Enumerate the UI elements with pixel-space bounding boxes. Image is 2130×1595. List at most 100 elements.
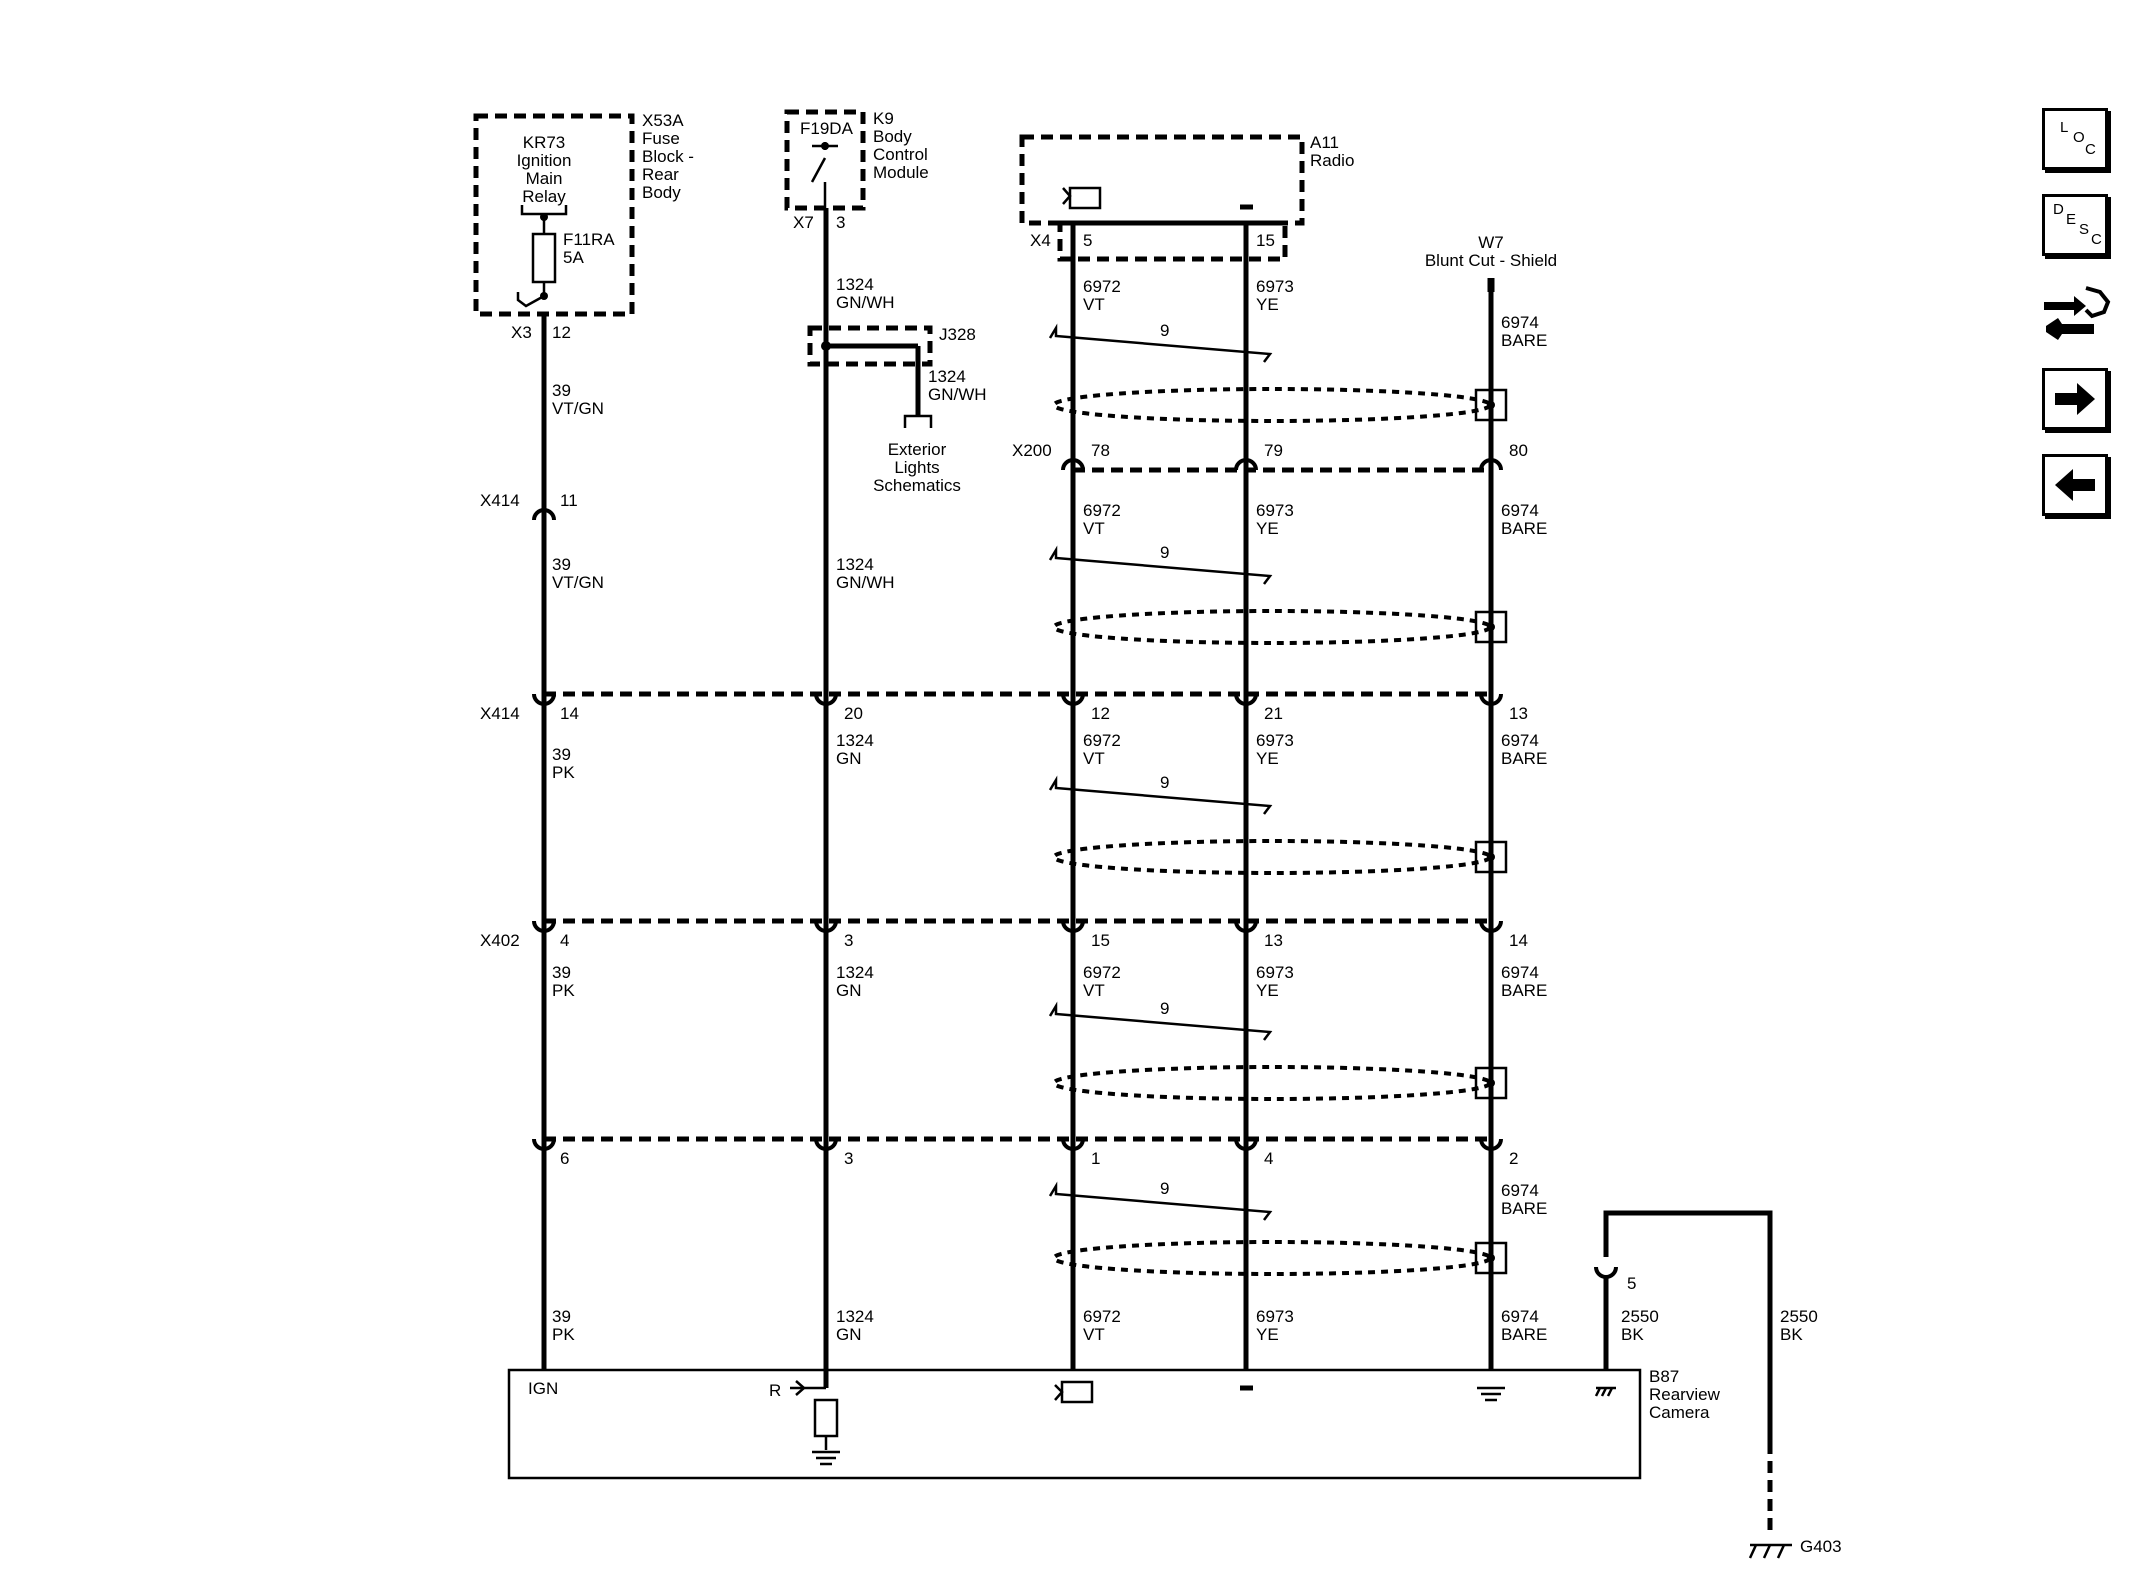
svg-text:PK: PK [552, 981, 575, 1000]
svg-text:BARE: BARE [1501, 1325, 1547, 1344]
svg-text:X53A: X53A [642, 111, 684, 130]
svg-text:6973: 6973 [1256, 1307, 1294, 1326]
svg-text:6973: 6973 [1256, 963, 1294, 982]
svg-text:VT: VT [1083, 981, 1105, 1000]
svg-text:6973: 6973 [1256, 731, 1294, 750]
svg-text:GN/WH: GN/WH [836, 573, 895, 592]
svg-text:Schematics: Schematics [873, 476, 961, 495]
svg-text:13: 13 [1264, 931, 1283, 950]
svg-text:6972: 6972 [1083, 501, 1121, 520]
svg-text:3: 3 [844, 1149, 853, 1168]
svg-text:BARE: BARE [1501, 1199, 1547, 1218]
twisted-pair-shields: 9 9 9 9 9 [1048, 321, 1508, 1276]
svg-text:YE: YE [1256, 749, 1279, 768]
connector-wrench-button[interactable] [2038, 282, 2112, 346]
svg-text:W7: W7 [1478, 233, 1504, 252]
svg-text:Blunt Cut - Shield: Blunt Cut - Shield [1425, 251, 1557, 270]
body-control-module-k9: K9 Body Control Module F19DA [784, 109, 929, 211]
svg-text:X402: X402 [480, 931, 520, 950]
svg-text:Fuse: Fuse [642, 129, 680, 148]
svg-text:6974: 6974 [1501, 501, 1539, 520]
svg-text:1: 1 [1091, 1149, 1100, 1168]
svg-text:1324: 1324 [836, 963, 874, 982]
svg-text:9: 9 [1160, 321, 1169, 340]
svg-text:B87: B87 [1649, 1367, 1679, 1386]
svg-text:X3: X3 [511, 323, 532, 342]
connector-wrench-icon [2044, 286, 2111, 340]
svg-text:BARE: BARE [1501, 981, 1547, 1000]
rearview-camera-b87: B87 Rearview Camera IGN R [507, 1367, 1721, 1480]
svg-text:1324: 1324 [836, 1307, 874, 1326]
radio-a11: A11 Radio [1019, 133, 1354, 226]
svg-text:Body: Body [873, 127, 912, 146]
svg-text:Radio: Radio [1310, 151, 1354, 170]
svg-text:VT/GN: VT/GN [552, 573, 604, 592]
connector-pins [532, 458, 1618, 1279]
svg-text:K9: K9 [873, 109, 894, 128]
svg-text:IGN: IGN [528, 1379, 558, 1398]
svg-text:Exterior: Exterior [888, 440, 947, 459]
shield-w7: W7 Blunt Cut - Shield [1425, 233, 1557, 292]
location-button[interactable]: L O C [2042, 108, 2108, 170]
svg-text:5: 5 [1627, 1274, 1636, 1293]
svg-text:Relay: Relay [522, 187, 566, 206]
svg-text:Ignition: Ignition [517, 151, 572, 170]
connector-bars [544, 467, 1491, 1142]
svg-text:X4: X4 [1030, 231, 1051, 250]
next-button[interactable] [2042, 368, 2108, 430]
svg-text:BK: BK [1621, 1325, 1644, 1344]
svg-text:VT: VT [1083, 749, 1105, 768]
svg-text:X200: X200 [1012, 441, 1052, 460]
svg-text:BARE: BARE [1501, 331, 1547, 350]
svg-text:6974: 6974 [1501, 1307, 1539, 1326]
svg-text:2550: 2550 [1621, 1307, 1659, 1326]
svg-text:5: 5 [1083, 231, 1092, 250]
svg-text:11: 11 [560, 491, 578, 510]
svg-text:6973: 6973 [1256, 277, 1294, 296]
svg-text:2: 2 [1509, 1149, 1518, 1168]
svg-text:YE: YE [1256, 295, 1279, 314]
svg-text:14: 14 [560, 704, 579, 723]
svg-text:GN/WH: GN/WH [836, 293, 895, 312]
svg-text:YE: YE [1256, 1325, 1279, 1344]
svg-text:VT: VT [1083, 1325, 1105, 1344]
svg-text:R: R [769, 1381, 781, 1400]
svg-text:4: 4 [560, 931, 569, 950]
previous-button[interactable] [2042, 454, 2108, 516]
description-button[interactable]: D E S C [2042, 194, 2108, 256]
svg-text:39: 39 [552, 963, 571, 982]
svg-text:6972: 6972 [1083, 731, 1121, 750]
svg-text:KR73: KR73 [523, 133, 566, 152]
svg-text:BARE: BARE [1501, 519, 1547, 538]
svg-text:1324: 1324 [836, 555, 874, 574]
svg-text:15: 15 [1256, 231, 1275, 250]
svg-text:80: 80 [1509, 441, 1528, 460]
svg-text:J328: J328 [939, 325, 976, 344]
svg-text:F11RA: F11RA [563, 230, 615, 249]
svg-text:GN/WH: GN/WH [928, 385, 987, 404]
svg-text:9: 9 [1160, 1179, 1169, 1198]
svg-text:20: 20 [844, 704, 863, 723]
connector-x4-frame [1057, 220, 1288, 262]
svg-text:39: 39 [552, 555, 571, 574]
svg-text:14: 14 [1509, 931, 1528, 950]
svg-text:2550: 2550 [1780, 1307, 1818, 1326]
svg-text:6974: 6974 [1501, 731, 1539, 750]
svg-text:1324: 1324 [836, 275, 874, 294]
svg-text:6972: 6972 [1083, 1307, 1121, 1326]
svg-text:GN: GN [836, 749, 862, 768]
svg-text:78: 78 [1091, 441, 1110, 460]
svg-text:15: 15 [1091, 931, 1110, 950]
svg-text:39: 39 [552, 745, 571, 764]
svg-text:3: 3 [836, 213, 845, 232]
svg-text:9: 9 [1160, 773, 1169, 792]
svg-text:9: 9 [1160, 999, 1169, 1018]
svg-text:39: 39 [552, 1307, 571, 1326]
svg-text:1324: 1324 [928, 367, 966, 386]
arrow-left-icon [2055, 469, 2095, 501]
svg-text:Lights: Lights [894, 458, 939, 477]
svg-text:Control: Control [873, 145, 928, 164]
svg-text:1324: 1324 [836, 731, 874, 750]
svg-text:Main: Main [526, 169, 563, 188]
